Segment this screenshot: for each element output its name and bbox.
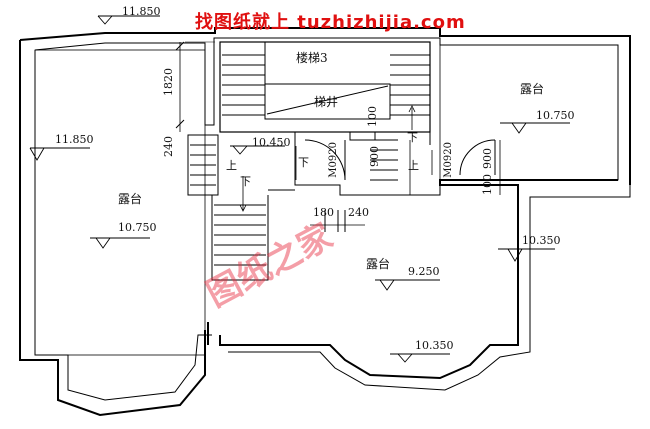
dim-240-left: 240 xyxy=(162,136,175,157)
elevation-bottom-bay: 10.350 xyxy=(415,339,454,352)
dim-900-right: 900 xyxy=(481,148,494,169)
elevation-left-terrace: 10.750 xyxy=(118,221,157,234)
room-center-terrace: 露台 xyxy=(366,257,391,271)
stair-well xyxy=(264,83,391,120)
stair-flight-left xyxy=(187,134,219,196)
room-stair: 楼梯3 xyxy=(296,51,328,65)
stair-treads-right xyxy=(370,139,398,181)
elevation-top-left: 11.850 xyxy=(122,5,161,18)
door-label-left: M0920 xyxy=(328,142,339,178)
stair-down-center: 下 xyxy=(298,156,309,169)
elevation-right-terrace: 10.750 xyxy=(536,109,575,122)
right-terrace-room xyxy=(439,44,619,181)
dim-100-right: 100 xyxy=(481,174,494,195)
stair-treads-top xyxy=(222,54,430,116)
door-arc-right xyxy=(459,139,496,176)
stair-up-left: 上 xyxy=(226,159,237,172)
watermark-text: 找图纸就上 tuzhizhijia.com xyxy=(195,12,466,33)
outer-wall-top xyxy=(19,27,631,185)
stair-down-right: 下 xyxy=(407,131,418,144)
dim-240-center: 240 xyxy=(348,206,369,219)
door-arc-left xyxy=(304,139,346,181)
elevation-center-terrace: 9.250 xyxy=(408,265,440,278)
dim-900: 900 xyxy=(368,146,381,167)
elevation-left-wall: 11.850 xyxy=(55,133,94,146)
elevation-right-edge: 10.350 xyxy=(522,234,561,247)
stair-down-left: 下 xyxy=(240,175,251,188)
room-left-terrace: 露台 xyxy=(118,192,143,206)
stair-up-right: 上 xyxy=(408,159,419,172)
room-right-terrace: 露台 xyxy=(520,82,545,96)
door-label-right: M0920 xyxy=(443,142,454,178)
dim-100: 100 xyxy=(366,106,379,127)
elevation-mid-left: 10.450 xyxy=(252,136,291,149)
outer-wall xyxy=(19,40,206,417)
room-well: 梯井 xyxy=(314,95,339,109)
dim-1820: 1820 xyxy=(162,68,175,96)
dim-180: 180 xyxy=(313,206,334,219)
left-terrace-room xyxy=(34,49,206,356)
right-wall-outer xyxy=(228,185,631,391)
stair-arrows xyxy=(239,105,433,212)
elevation-markers xyxy=(29,15,570,363)
